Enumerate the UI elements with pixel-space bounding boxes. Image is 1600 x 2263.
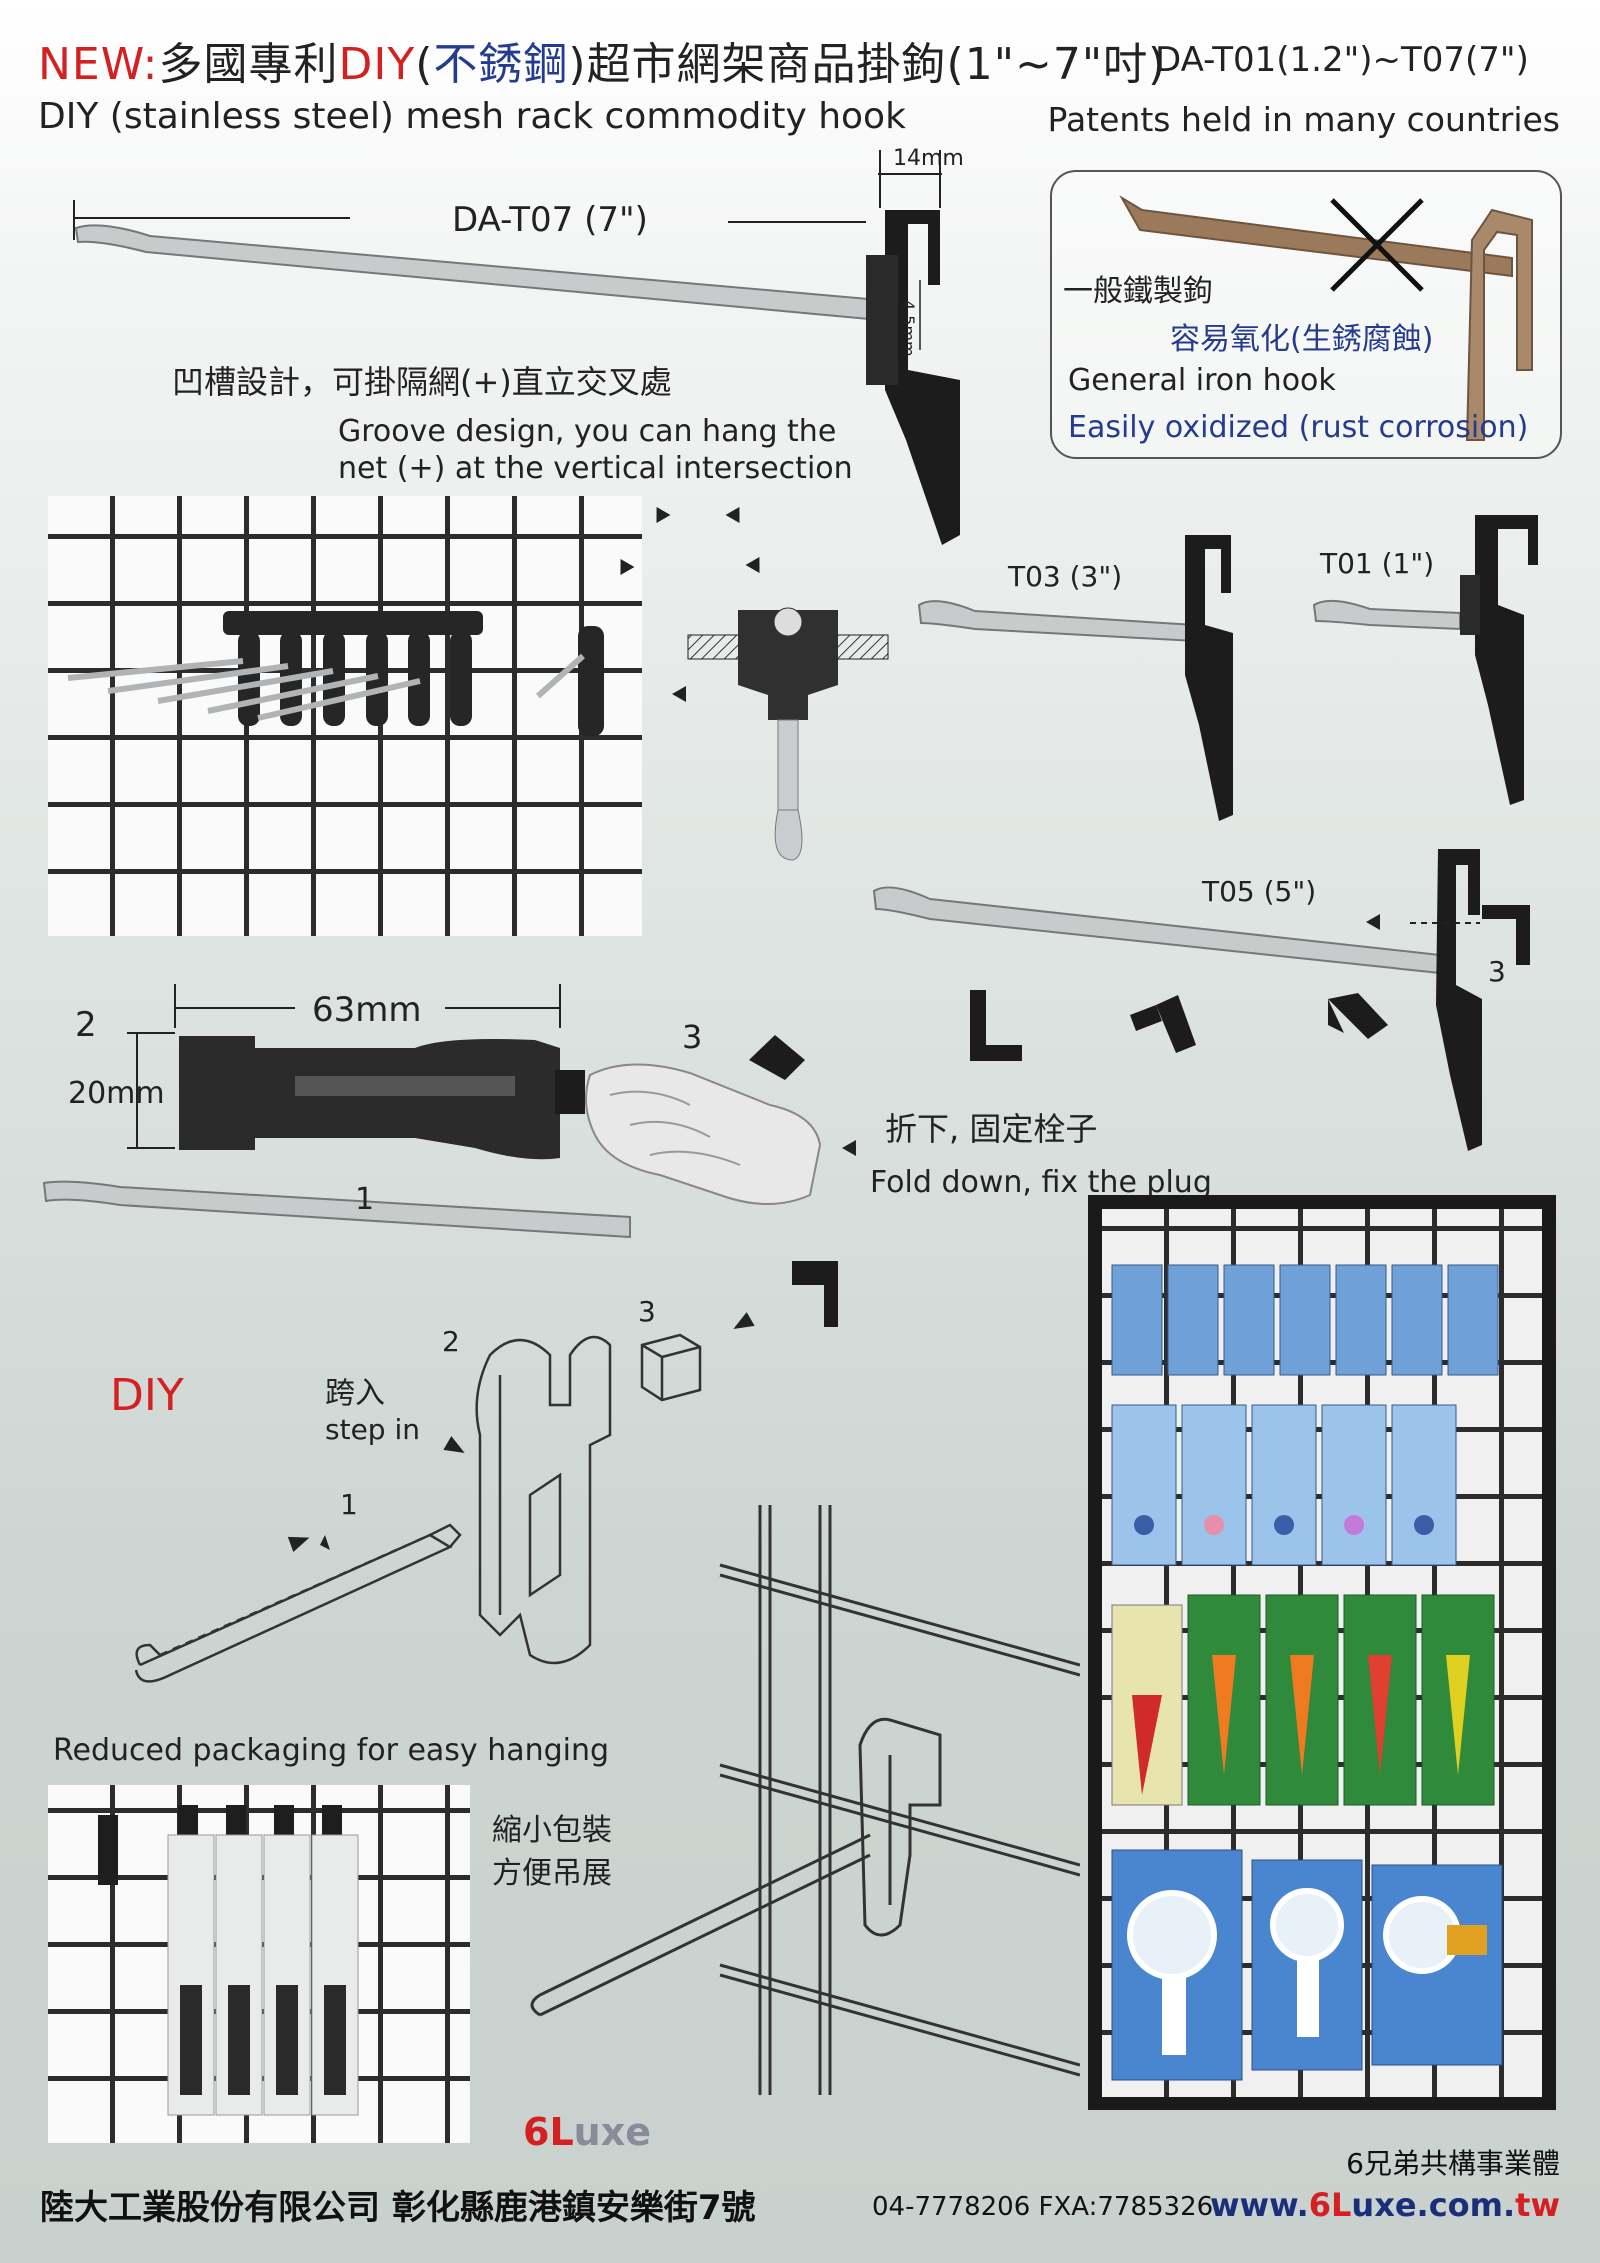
page-title: NEW:多國專利DIY(不銹鋼)超市網架商品掛鉤(1"~7"吋) bbox=[38, 28, 1166, 92]
arrow-left-icon bbox=[672, 686, 686, 702]
arrow-left-icon bbox=[729, 1312, 755, 1336]
hook-t01-label: T01 (1") bbox=[1320, 547, 1435, 580]
assembly-width-dim: 63mm bbox=[312, 990, 422, 1030]
plug-fold-sequence bbox=[970, 990, 1388, 1061]
diy-part-2: 2 bbox=[442, 1325, 460, 1358]
footer-slogan: 6兄弟共構事業體 bbox=[1346, 2147, 1560, 2180]
steel-bar-number: 1 bbox=[355, 1182, 375, 1217]
assembly-step-2: 2 bbox=[75, 1005, 97, 1045]
groove-closeup-illustration bbox=[687, 607, 889, 861]
title-colon: : bbox=[142, 39, 159, 90]
title-paren-close: ) bbox=[568, 39, 587, 90]
hook-t05-illustration bbox=[872, 849, 1530, 1151]
model-range: DA-T01(1.2")~T07(7") bbox=[1155, 40, 1529, 80]
url-tld: tw bbox=[1515, 2186, 1560, 2224]
title-cn1: 多國專利 bbox=[158, 39, 339, 90]
iron-hook-note bbox=[1050, 170, 1562, 459]
iron-hook-title-en: General iron hook bbox=[1068, 363, 1336, 398]
rusty-hook-icon bbox=[1119, 195, 1533, 441]
hook-bracket-topview bbox=[127, 984, 585, 1160]
packaging-en: Reduced packaging for easy hanging bbox=[53, 1733, 610, 1768]
iron-hook-title-cn: 一般鐵製鉤 bbox=[1063, 274, 1213, 309]
hook-t05-label: T05 (5") bbox=[1202, 875, 1317, 908]
arrow-left-icon bbox=[1366, 914, 1380, 930]
footer-phone: 04-7778206 FXA:7785326 bbox=[872, 2192, 1214, 2222]
fold-en: Fold down, fix the plug bbox=[870, 1165, 1212, 1200]
patents-text: Patents held in many countries bbox=[1047, 100, 1560, 139]
plug-piece-icon bbox=[749, 1035, 805, 1080]
title-diy: DIY bbox=[338, 39, 416, 90]
hook-row-illustration bbox=[67, 611, 604, 736]
hook-t07-illustration bbox=[73, 150, 960, 545]
packaging-cn-line2: 方便吊展 bbox=[492, 1856, 612, 1891]
diy-step-cn: 跨入 bbox=[325, 1376, 385, 1411]
assembly-height-dim: 20mm bbox=[68, 1076, 165, 1111]
url-rest: uxe.com. bbox=[1351, 2186, 1516, 2224]
packaging-cn-line1: 縮小包裝 bbox=[492, 1813, 612, 1848]
hook-width-dim: 14mm bbox=[893, 146, 964, 171]
packaged-hooks-illustration bbox=[98, 1805, 359, 2116]
url-brand: 6L bbox=[1308, 2186, 1352, 2224]
iron-hook-subtitle-en: Easily oxidized (rust corrosion) bbox=[1068, 410, 1529, 445]
arrow-left-icon bbox=[842, 1140, 856, 1156]
display-products bbox=[1111, 1264, 1503, 2081]
groove-en-line1: Groove design, you can hang the bbox=[338, 414, 837, 449]
groove-cn: 凹槽設計，可掛隔網(+)直立交叉處 bbox=[172, 363, 672, 401]
hook-t03-illustration bbox=[917, 535, 1233, 821]
mesh-hooks-photo bbox=[48, 496, 642, 936]
diy-step-en: step in bbox=[325, 1413, 420, 1446]
brand-logo-6: 6L bbox=[523, 2110, 574, 2154]
brand-logo-rest: uxe bbox=[573, 2110, 651, 2154]
t05-step-number: 3 bbox=[1488, 955, 1506, 988]
groove-en-line2: net (+) at the vertical intersection bbox=[338, 451, 853, 486]
diy-exploded-diagram bbox=[134, 1333, 702, 1683]
diy-label: DIY bbox=[110, 1370, 184, 1421]
brand-logo: 6Luxe bbox=[523, 2110, 651, 2154]
hook-t01-illustration bbox=[1312, 515, 1538, 805]
hook-height-dim: 4.5mm bbox=[899, 300, 918, 357]
url-pre: www. bbox=[1209, 2186, 1309, 2224]
diy-part-1: 1 bbox=[340, 1488, 358, 1521]
fold-cn: 折下, 固定栓子 bbox=[885, 1110, 1098, 1148]
packaging-photo bbox=[48, 1785, 470, 2143]
steel-bar-illustration bbox=[42, 1180, 631, 1239]
footer-company: 陸大工業股份有限公司 彰化縣鹿港鎮安樂街7號 bbox=[40, 2188, 756, 2228]
assembly-step-3: 3 bbox=[682, 1018, 703, 1056]
mounted-hook-diagram bbox=[530, 1505, 1080, 2095]
title-new: NEW bbox=[38, 39, 143, 90]
iron-hook-subtitle-cn: 容易氧化(生銹腐蝕) bbox=[1170, 322, 1434, 357]
hook-t03-label: T03 (3") bbox=[1008, 560, 1123, 593]
title-cn2: 超市網架商品掛鉤(1"~7"吋) bbox=[586, 39, 1167, 90]
display-rack-photo bbox=[1088, 1195, 1556, 2110]
footer-url[interactable]: www.6Luxe.com.tw bbox=[1210, 2186, 1560, 2224]
hand-illustration bbox=[585, 1063, 822, 1205]
subtitle-en: DIY (stainless steel) mesh rack commodit… bbox=[38, 96, 906, 137]
diy-part-3: 3 bbox=[638, 1295, 656, 1328]
title-stainless: 不銹鋼 bbox=[433, 39, 569, 90]
plug-side-icon bbox=[792, 1261, 838, 1327]
title-paren-open: ( bbox=[415, 39, 434, 90]
hook-t07-label: DA-T07 (7") bbox=[452, 200, 648, 240]
